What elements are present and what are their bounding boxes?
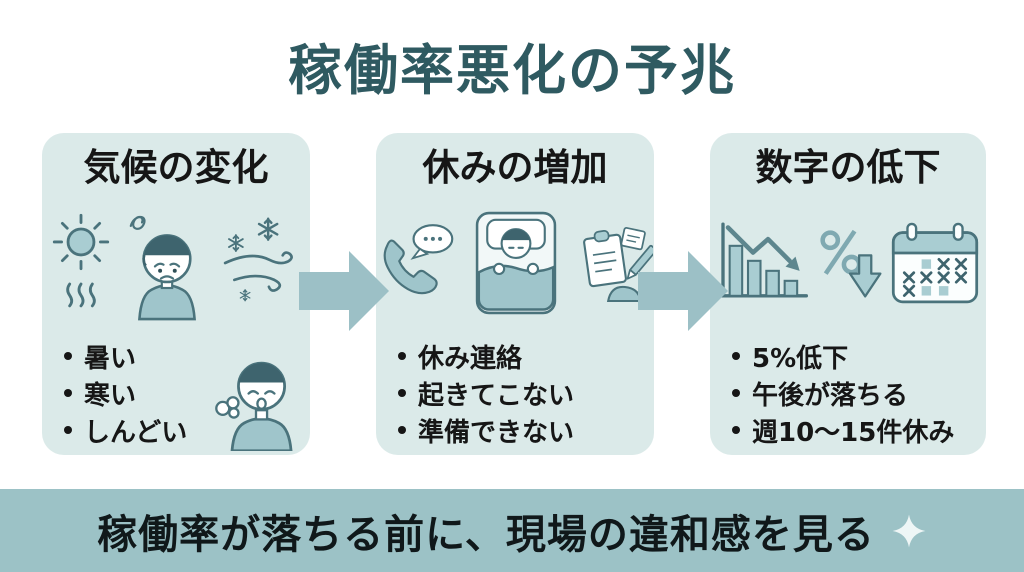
flow-arrow-icon	[638, 251, 728, 331]
sparkle-icon	[892, 514, 926, 547]
bullet-dot	[732, 389, 740, 398]
card-number-decline-bullets: 5%低下 午後が落ちる 週10〜15件休み	[710, 338, 986, 449]
bullet-dot	[732, 352, 740, 361]
bullet-item: 5%低下	[732, 338, 986, 375]
bullet-label: 暑い	[84, 343, 137, 374]
bullet-label: 休み連絡	[418, 343, 523, 374]
percent-down-icon	[820, 229, 882, 298]
bullet-item: 休み連絡	[398, 338, 654, 375]
bullet-dot	[64, 426, 72, 435]
card-number-decline: 数字の低下	[710, 133, 986, 455]
card-number-decline-icons	[710, 192, 986, 334]
bullet-item: 暑い	[64, 338, 310, 375]
sighing-person-icon	[215, 361, 293, 451]
card-absence-increase-bullets: 休み連絡 起きてこない 準備できない	[376, 338, 654, 449]
bullet-label: 起きてこない	[418, 380, 575, 411]
bullet-item: 午後が落ちる	[732, 375, 986, 412]
bullet-label: 午後が落ちる	[752, 380, 909, 411]
flow-arrow-icon	[299, 251, 389, 331]
card-climate-change-bullets: 暑い 寒い しんどい	[42, 338, 310, 449]
absence-note-icon	[583, 227, 653, 303]
bullet-dot	[398, 389, 406, 398]
bullet-item: 起きてこない	[398, 375, 654, 412]
bottom-banner: 稼働率が落ちる前に、現場の違和感を見る	[0, 489, 1024, 572]
calendar-absences-icon	[891, 222, 979, 304]
bullet-item: 寒い	[64, 375, 310, 412]
card-climate-change-title: 気候の変化	[83, 146, 269, 189]
card-absence-increase: 休みの増加	[376, 133, 654, 455]
card-climate-change-icons	[42, 192, 310, 334]
bullet-label: しんどい	[84, 417, 188, 448]
bullet-dot	[398, 352, 406, 361]
phone-call-icon	[383, 224, 454, 295]
worried-person-icon	[129, 215, 196, 320]
bullet-item: 準備できない	[398, 412, 654, 449]
bullet-dot	[732, 426, 740, 435]
bullet-dot	[398, 426, 406, 435]
bullet-label: 準備できない	[418, 417, 575, 448]
card-absence-increase-icons	[376, 192, 654, 334]
sleeping-in-bed-icon	[475, 211, 557, 314]
card-number-decline-title: 数字の低下	[755, 146, 941, 189]
page-title: 稼働率悪化の予兆	[288, 39, 736, 102]
bullet-label: 5%低下	[752, 343, 849, 374]
declining-bar-chart-icon	[721, 222, 808, 298]
bullet-label: 週10〜15件休み	[752, 417, 955, 448]
card-climate-change: 気候の変化	[42, 133, 310, 455]
bullet-item: しんどい	[64, 412, 310, 449]
bullet-dot	[64, 389, 72, 398]
card-absence-increase-title: 休みの増加	[422, 146, 608, 189]
snow-wind-icon	[223, 217, 293, 301]
bullet-item: 週10〜15件休み	[732, 412, 986, 449]
bullet-dot	[64, 352, 72, 361]
bullet-label: 寒い	[84, 380, 137, 411]
sun-heat-icon	[52, 213, 110, 307]
banner-message: 稼働率が落ちる前に、現場の違和感を見る	[97, 511, 875, 558]
